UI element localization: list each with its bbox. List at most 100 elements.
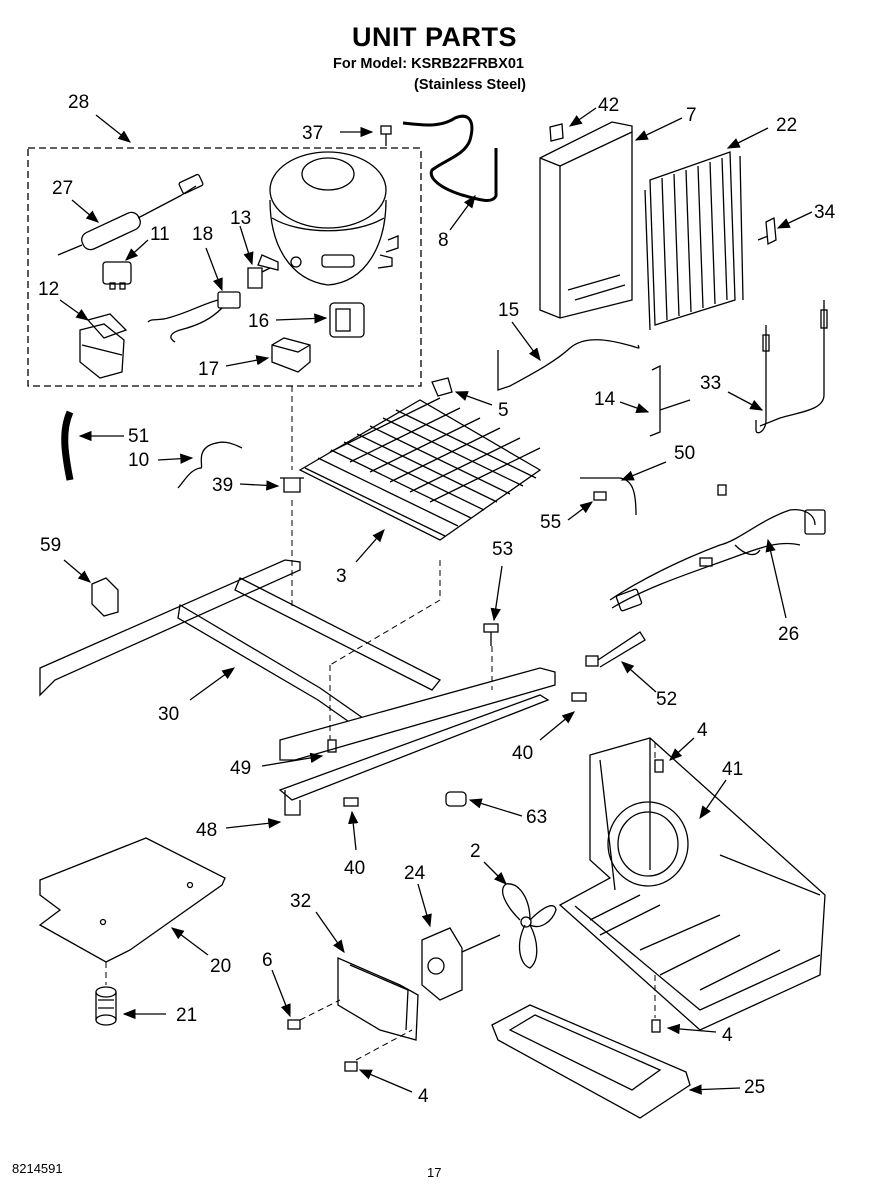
screw-shape-53 [483,623,499,646]
assembly-line-d [329,599,441,666]
callout-59: 59 [40,535,61,556]
callout-27: 27 [52,178,73,199]
callout-51: 51 [128,426,149,447]
leader-33 [727,391,764,411]
callout-55: 55 [540,512,561,533]
callout-33: 33 [700,373,721,394]
frame-shape-30 [39,559,556,816]
callout-41: 41 [722,759,743,780]
leader-4c [358,1069,413,1093]
start-device-shape-16 [329,302,365,338]
bracket-shape-32 [337,957,419,1041]
leader-41 [699,779,727,820]
leader-55 [567,501,594,521]
callout-18: 18 [192,224,213,245]
leader-8 [449,194,476,231]
cable-tie-shape-52 [585,631,646,668]
leader-39 [239,480,280,491]
heater-shape-33 [755,300,828,434]
leader-50 [620,461,667,481]
leader-13 [239,225,254,266]
callout-28: 28 [68,92,89,113]
callout-37: 37 [302,123,323,144]
model-line: For Model: KSRB22FRBX01 [333,56,524,72]
callout-52: 52 [656,689,677,710]
leader-3 [355,529,385,563]
compressor-shape [257,151,399,286]
cover-hole-a [186,881,194,889]
hose-shape-51 [61,410,74,481]
callout-39: 39 [212,475,233,496]
leader-2 [483,861,507,885]
leader-30 [189,667,236,701]
tube-shape-15 [497,339,640,391]
leader-52 [621,661,657,693]
callout-49: 49 [230,758,251,779]
leader-34 [776,211,813,229]
leader-28 [95,114,132,143]
harness-shape-26 [609,484,826,612]
leader-4a [669,737,695,761]
callout-63: 63 [526,807,547,828]
clip-shape-13 [247,267,271,289]
callout-16: 16 [248,311,269,332]
leader-40a [539,711,576,741]
page-title: UNIT PARTS [352,22,517,52]
leader-5 [454,391,493,406]
screw-shape-55 [593,491,607,501]
callout-12: 12 [38,279,59,300]
leader-40b [348,810,359,851]
clip-shape-5 [431,377,453,397]
callout-50: 50 [674,443,695,464]
fan-blade-shape-2 [502,883,557,969]
page-number: 17 [427,1165,442,1180]
callout-25: 25 [744,1077,765,1098]
leader-11 [125,239,149,261]
callout-53: 53 [492,539,513,560]
callout-15: 15 [498,300,519,321]
condenser-shape-22 [644,151,744,331]
assembly-line-h [299,999,341,1021]
callout-13: 13 [230,208,251,229]
leader-53 [490,565,503,622]
cover-shape-17 [271,337,311,373]
leader-48 [225,818,282,829]
callout-21: 21 [176,1005,197,1026]
leader-42 [568,107,597,127]
leader-22 [726,127,769,149]
callout-4c: 4 [418,1086,429,1107]
screw-shape-49 [327,739,337,753]
bracket-shape-50 [580,477,637,516]
leader-18 [205,247,223,292]
callout-11: 11 [150,224,170,245]
fan-motor-shape-24 [421,927,501,1001]
base-shape-41 [558,737,826,1031]
callout-32: 32 [290,891,311,912]
leader-7 [634,117,683,141]
callout-4a: 4 [697,720,708,741]
leader-15 [511,321,541,362]
callout-4b: 4 [722,1025,733,1046]
condenser-shroud-shape-7 [539,121,633,319]
grommet-shape-39 [280,477,304,493]
leader-59 [63,559,91,583]
assembly-line-i [355,1029,413,1061]
wire-shape-14 [649,364,691,437]
leader-4b [666,1023,717,1035]
document-number: 8214591 [12,1161,63,1176]
bolt-shape-37 [380,125,392,146]
callout-6: 6 [262,950,273,971]
leader-25 [688,1084,741,1095]
harness-shape-18 [147,291,241,343]
drier-shape-27 [57,173,204,256]
relay-shape-11 [102,261,132,290]
screw-shape-6 [287,1019,301,1030]
screw-shape-4b [651,1019,661,1033]
leader-16 [275,313,328,324]
leader-24 [417,883,432,928]
leader-6 [271,969,291,1018]
callout-24: 24 [404,863,426,884]
leader-14 [619,401,650,413]
leader-17 [225,355,270,367]
